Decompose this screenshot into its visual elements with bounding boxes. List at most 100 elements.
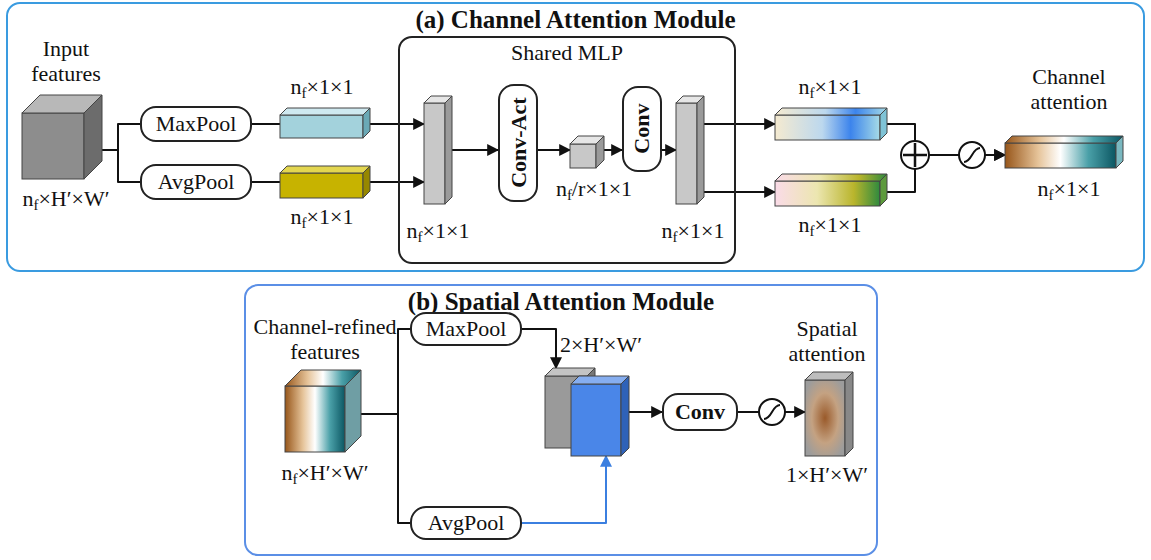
front-face — [285, 386, 345, 452]
dimension-label: Input features — [10, 36, 122, 87]
dimension-label: nf×1×1 — [402, 218, 474, 243]
shape-figure — [280, 108, 370, 138]
dimension-label: nf×1×1 — [272, 74, 372, 99]
box-label: AvgPool — [158, 169, 235, 194]
box-label: Conv-Act — [505, 98, 530, 188]
front-face — [424, 103, 445, 204]
connector — [522, 329, 556, 368]
sum-circle — [901, 141, 929, 169]
box-label: MaxPool — [156, 111, 237, 136]
pooled-vector: nf×1×1 — [272, 164, 372, 240]
module-panel: (a) Channel Attention ModuleInput featur… — [6, 2, 1145, 272]
sum-symbol — [901, 141, 929, 169]
plus-sign — [903, 143, 927, 167]
group-title: Shared MLP — [398, 40, 736, 65]
shape-figure — [775, 108, 887, 140]
top-face — [1005, 136, 1123, 143]
connector — [370, 181, 424, 183]
dimension-label: nf/r×1×1 — [544, 176, 644, 201]
conv-act-box: Conv-Act — [498, 84, 538, 202]
dimension-label: nf×1×1 — [765, 212, 895, 237]
top-face — [280, 108, 370, 115]
shape-figure — [22, 95, 102, 179]
pooled-vector: nf×1×1 — [272, 66, 372, 140]
box-face-group — [775, 174, 887, 206]
pool-box: AvgPool — [410, 506, 522, 540]
box-face-group — [285, 370, 361, 452]
top-face — [280, 166, 370, 173]
module-panel: (b) Spatial Attention ModuleChannel-refi… — [244, 284, 878, 556]
shape-figure — [676, 96, 704, 204]
shared-mlp: Shared MLP nf×1×1 Conv-Act nf/r×1×1 Conv nf×1… — [398, 36, 736, 264]
shape-figure — [424, 96, 452, 204]
dimension-label: nf×1×1 — [996, 176, 1142, 201]
side-face — [621, 376, 629, 456]
sigmoid-circle — [759, 399, 785, 425]
side-face — [445, 96, 452, 204]
front-face — [775, 181, 880, 206]
side-face — [845, 372, 853, 456]
front-face — [1005, 143, 1116, 168]
panel-title: (a) Channel Attention Module — [6, 6, 1145, 35]
sigmoid-symbol — [759, 399, 785, 425]
pool-box: MaxPool — [140, 106, 252, 142]
front-face — [676, 103, 697, 204]
front-face — [280, 173, 363, 198]
connector — [704, 191, 775, 193]
dimension-label: Channel-refined features — [250, 314, 400, 365]
box-face-group — [571, 376, 629, 456]
dimension-label: 2×H′×W′ — [556, 332, 646, 357]
front-face — [571, 384, 621, 456]
connector — [102, 150, 140, 182]
connector — [252, 123, 280, 125]
mlp-output-vector: nf×1×1 — [765, 172, 895, 248]
connector — [629, 411, 662, 413]
connector — [452, 149, 498, 151]
box-face-group — [805, 372, 853, 456]
front-face — [280, 115, 363, 138]
top-face — [571, 376, 629, 384]
box-face-group — [1005, 136, 1123, 168]
side-face — [880, 108, 887, 140]
side-face — [345, 370, 361, 452]
box-label: AvgPool — [428, 510, 505, 535]
box-face-group — [22, 95, 102, 179]
shape-figure — [775, 174, 887, 206]
conv-box: Conv — [622, 86, 662, 172]
channel-attention-map: Channel attention nf×1×1 — [996, 62, 1142, 212]
box-label: Conv — [675, 399, 725, 424]
spatial-attention-map: Spatial attention 1×H′×W′ — [780, 314, 874, 494]
panel-title: (b) Spatial Attention Module — [244, 288, 878, 317]
connector — [704, 123, 775, 125]
feature-cube: Input featuresnf×H′×W′ — [10, 34, 122, 226]
top-face — [775, 174, 887, 181]
feature-vector: nf×1×1 — [656, 94, 730, 252]
dimension-label: nf×1×1 — [765, 74, 895, 99]
dimension-label: 1×H′×W′ — [780, 462, 874, 487]
box-label: Conv — [629, 104, 654, 154]
pool-box: AvgPool — [140, 164, 252, 200]
dimension-label: nf×1×1 — [272, 204, 372, 229]
front-face — [805, 380, 845, 456]
shape-figure — [805, 372, 853, 456]
feature-cube: Channel-refined features nf×H′×W′ — [250, 314, 400, 486]
front-face — [570, 144, 596, 168]
box-face-group — [280, 166, 370, 198]
sigmoid-curve — [764, 405, 780, 419]
dimension-label: nf×H′×W′ — [250, 460, 400, 485]
side-face — [880, 174, 887, 206]
side-face — [363, 166, 370, 198]
sigmoid-circle — [959, 142, 985, 168]
connector — [538, 149, 570, 151]
shape-figure — [570, 136, 604, 168]
dimension-label: nf×1×1 — [656, 218, 730, 243]
box-label: MaxPool — [426, 316, 507, 341]
box-face-group — [570, 136, 604, 168]
top-face — [775, 108, 887, 115]
shape-figure — [285, 370, 361, 452]
dimension-label: Channel attention — [996, 64, 1142, 115]
connector — [604, 149, 622, 151]
dimension-label: Spatial attention — [780, 316, 874, 367]
